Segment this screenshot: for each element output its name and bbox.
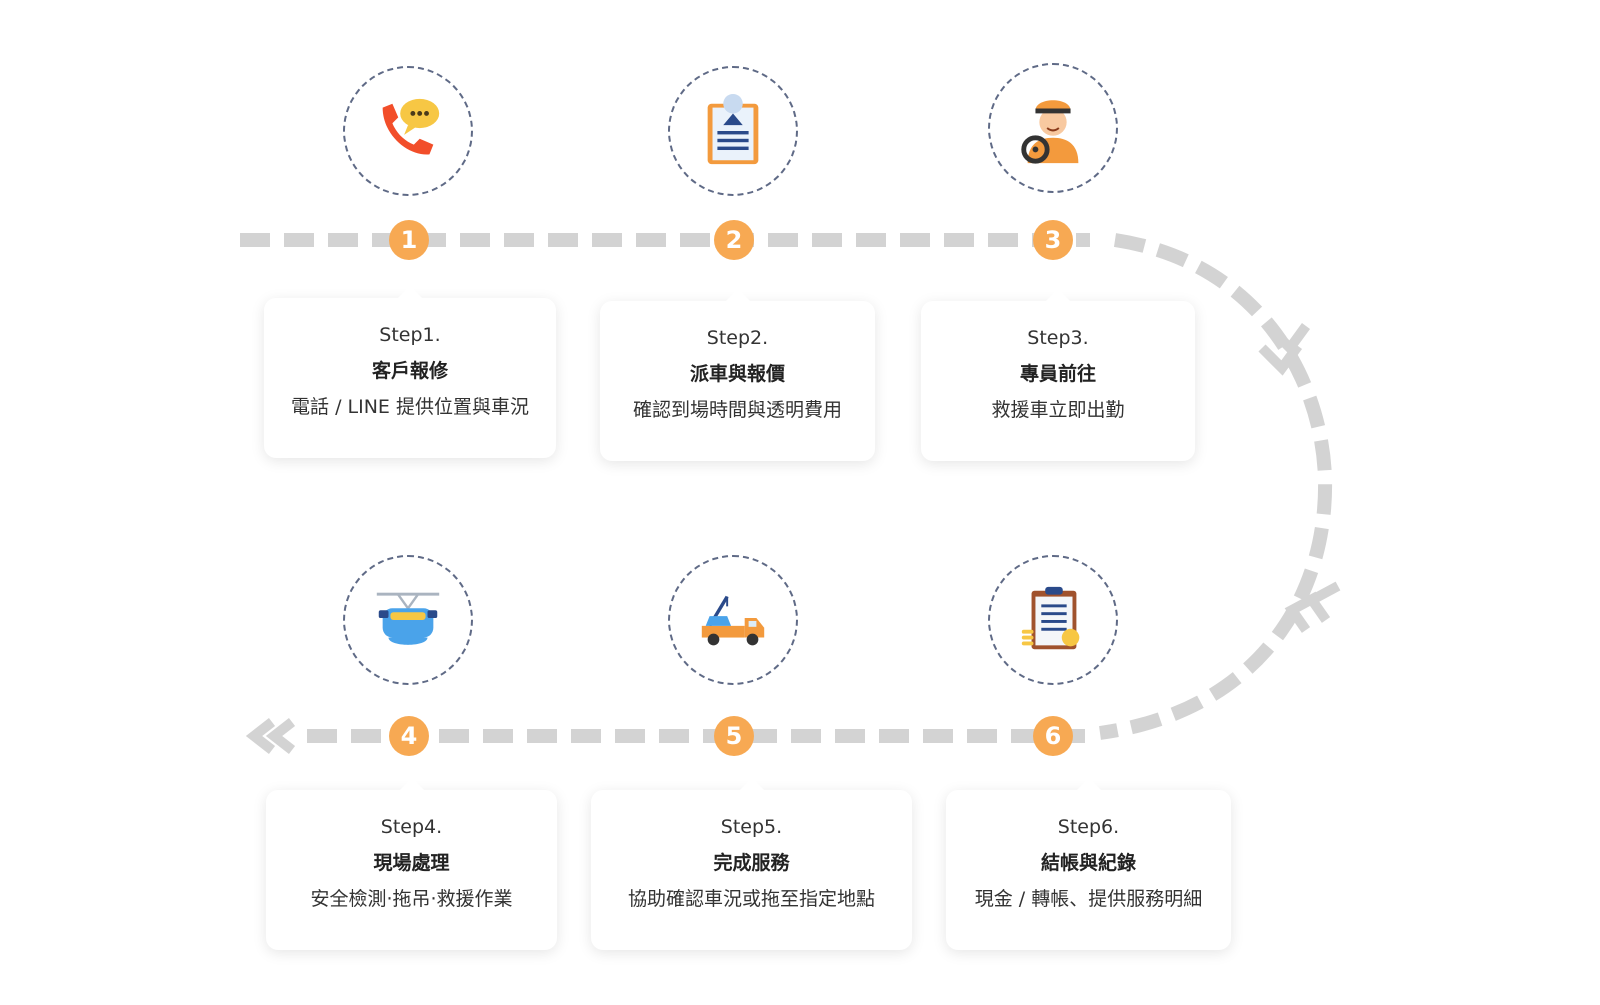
invoice-icon [1021,586,1080,650]
step-3-card: Step3. 專員前往 救援車立即出勤 [921,289,1195,461]
step-6-card: Step6. 結帳與紀錄 現金 / 轉帳、提供服務明細 [946,778,1231,950]
step-3-title: 專員前往 [1019,363,1096,385]
step-3-icon-circle [988,63,1118,193]
step-5-title: 完成服務 [713,852,790,874]
step-5-number-label: Step5. [720,816,783,838]
step-4-number-label: Step4. [380,816,443,838]
step-1-card: Step1. 客戶報修 電話 / LINE 提供位置與車況 [264,286,556,458]
step-3-badge: 3 [1033,220,1073,260]
step-2-badge: 2 [714,220,754,260]
chevron-down-right-icon [1258,323,1311,376]
step-6-badge: 6 [1033,716,1073,756]
step-6-number-label: Step6. [1057,816,1120,838]
step-4-card: Step4. 現場處理 安全檢測·拖吊·救援作業 [266,778,557,950]
driver-icon [1021,100,1079,164]
phone-chat-icon [382,98,440,155]
step-4-badge: 4 [389,716,429,756]
step-4-desc: 安全檢測·拖吊·救援作業 [310,888,513,910]
step-2-card: Step2. 派車與報價 確認到場時間與透明費用 [600,289,875,461]
tow-truck-icon [701,595,765,646]
step-6-title: 結帳與紀錄 [1040,852,1136,874]
chevron-left-icon [245,718,296,754]
step-1-badge: 1 [389,220,429,260]
step-1-title: 客戶報修 [371,360,448,382]
step-2-desc: 確認到場時間與透明費用 [632,399,842,421]
step-5-badge: 5 [714,716,754,756]
step-4-title: 現場處理 [373,852,450,874]
lifted-car-icon [376,592,440,645]
step-3-desc: 救援車立即出勤 [991,399,1125,421]
step-5-card: Step5. 完成服務 協助確認車況或拖至指定地點 [591,778,912,950]
step-1-desc: 電話 / LINE 提供位置與車況 [291,396,529,418]
step-1-icon-circle [343,66,473,196]
step-1-number-label: Step1. [379,324,441,346]
step-3-number-label: Step3. [1027,327,1089,349]
step-2-number-label: Step2. [706,327,769,349]
curve-dashed-line [1099,233,1333,740]
chevron-down-left-icon [1284,581,1341,633]
step-5-icon-circle [668,555,798,685]
step-6-desc: 現金 / 轉帳、提供服務明細 [974,888,1203,910]
step-4-icon-circle [343,555,473,685]
step-6-icon-circle [988,555,1118,685]
step-5-desc: 協助確認車況或拖至指定地點 [627,888,875,910]
clipboard-icon [707,93,759,165]
step-2-title: 派車與報價 [689,363,785,385]
step-2-icon-circle [668,66,798,196]
